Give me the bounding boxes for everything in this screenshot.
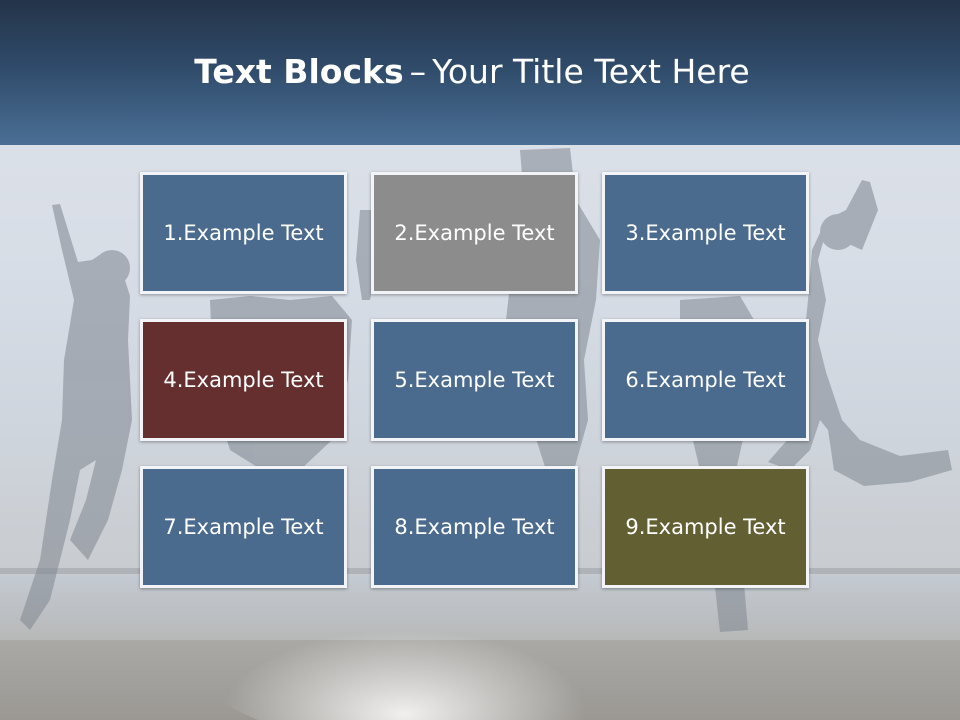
text-block-8[interactable]: 8.Example Text [371, 466, 578, 588]
title-bar [0, 0, 960, 145]
title-dash: – [409, 52, 427, 91]
text-block-label: 6.Example Text [625, 368, 786, 392]
text-block-5[interactable]: 5.Example Text [371, 319, 578, 441]
text-block-label: 5.Example Text [394, 368, 555, 392]
text-block-label: 1.Example Text [163, 221, 324, 245]
title-bold-text: Text Blocks [194, 52, 404, 91]
text-block-7[interactable]: 7.Example Text [140, 466, 347, 588]
text-block-2[interactable]: 2.Example Text [371, 172, 578, 294]
text-block-6[interactable]: 6.Example Text [602, 319, 809, 441]
text-block-label: 3.Example Text [625, 221, 786, 245]
text-block-9[interactable]: 9.Example Text [602, 466, 809, 588]
text-block-label: 8.Example Text [394, 515, 555, 539]
text-block-4[interactable]: 4.Example Text [140, 319, 347, 441]
title-text: Your Title Text Here [432, 52, 750, 91]
slide-title: Text Blocks–Your Title Text Here [0, 52, 944, 91]
text-block-1[interactable]: 1.Example Text [140, 172, 347, 294]
text-block-label: 9.Example Text [625, 515, 786, 539]
text-block-label: 4.Example Text [163, 368, 324, 392]
text-block-label: 2.Example Text [394, 221, 555, 245]
text-blocks-grid: 1.Example Text 2.Example Text 3.Example … [140, 172, 814, 591]
text-block-label: 7.Example Text [163, 515, 324, 539]
text-block-3[interactable]: 3.Example Text [602, 172, 809, 294]
